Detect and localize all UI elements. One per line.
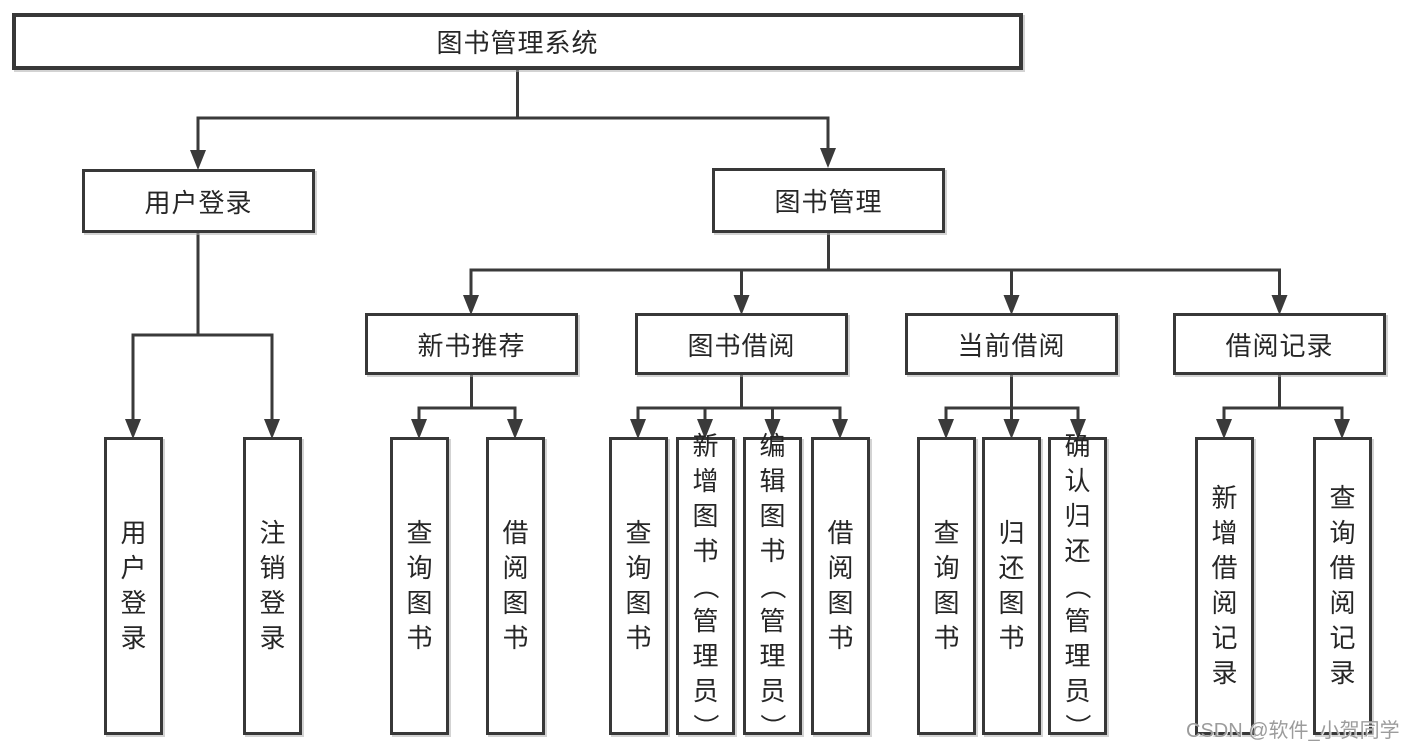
node-user-login: 用户登录 (82, 169, 315, 233)
node-book-management: 图书管理 (712, 168, 945, 233)
node-leaf-edit-book-admin-label: 编辑图书（管理员） (757, 430, 788, 740)
node-leaf-query-books-2-label: 查询图书 (625, 518, 652, 653)
node-leaf-return-book: 归还图书 (982, 437, 1041, 735)
node-leaf-add-book-admin: 新增图书（管理员） (676, 430, 735, 740)
node-leaf-query-books-3: 查询图书 (917, 437, 976, 735)
node-book-management-label: 图书管理 (774, 187, 883, 217)
csdn-watermark: CSDN @软件_小贺同学 (1186, 720, 1400, 742)
node-new-book-recommend: 新书推荐 (365, 313, 578, 375)
node-leaf-query-books-1-label: 查询图书 (406, 518, 433, 653)
node-library-system-label: 图书管理系统 (436, 28, 599, 58)
node-leaf-query-books-2: 查询图书 (609, 437, 668, 735)
node-leaf-user-login: 用户登录 (104, 437, 163, 735)
node-leaf-logout: 注销登录 (243, 437, 302, 735)
connector-paths (131, 70, 1344, 419)
node-leaf-add-book-admin-label: 新增图书（管理员） (690, 430, 721, 740)
node-user-login-label: 用户登录 (144, 187, 253, 218)
node-leaf-add-borrow-record-label: 新增借阅记录 (1211, 483, 1238, 688)
node-leaf-borrow-books-2: 借阅图书 (811, 437, 870, 735)
node-leaf-user-login-label: 用户登录 (120, 518, 147, 653)
node-current-borrowing: 当前借阅 (905, 313, 1118, 375)
node-new-book-recommend-label: 新书推荐 (417, 330, 526, 361)
node-leaf-return-book-label: 归还图书 (998, 518, 1025, 653)
node-book-borrowing-label: 图书借阅 (687, 330, 796, 361)
node-leaf-confirm-return-admin: 确认归还（管理员） (1048, 430, 1107, 740)
node-leaf-borrow-books-1: 借阅图书 (486, 437, 545, 735)
node-leaf-add-borrow-record: 新增借阅记录 (1195, 437, 1254, 735)
node-leaf-logout-label: 注销登录 (259, 518, 286, 653)
node-leaf-confirm-return-admin-label: 确认归还（管理员） (1062, 430, 1093, 740)
node-book-borrowing: 图书借阅 (635, 313, 848, 375)
node-borrowing-records: 借阅记录 (1173, 313, 1386, 375)
node-library-system: 图书管理系统 (12, 13, 1023, 70)
node-leaf-query-books-3-label: 查询图书 (933, 518, 960, 653)
arrowheads (125, 148, 1350, 439)
node-current-borrowing-label: 当前借阅 (957, 330, 1066, 361)
node-leaf-edit-book-admin: 编辑图书（管理员） (743, 430, 802, 740)
node-leaf-borrow-books-2-label: 借阅图书 (827, 518, 854, 653)
node-leaf-borrow-books-1-label: 借阅图书 (502, 518, 529, 653)
node-borrowing-records-label: 借阅记录 (1225, 330, 1334, 361)
node-leaf-query-books-1: 查询图书 (390, 437, 449, 735)
node-leaf-query-borrow-record: 查询借阅记录 (1313, 437, 1372, 735)
node-leaf-query-borrow-record-label: 查询借阅记录 (1329, 483, 1356, 688)
